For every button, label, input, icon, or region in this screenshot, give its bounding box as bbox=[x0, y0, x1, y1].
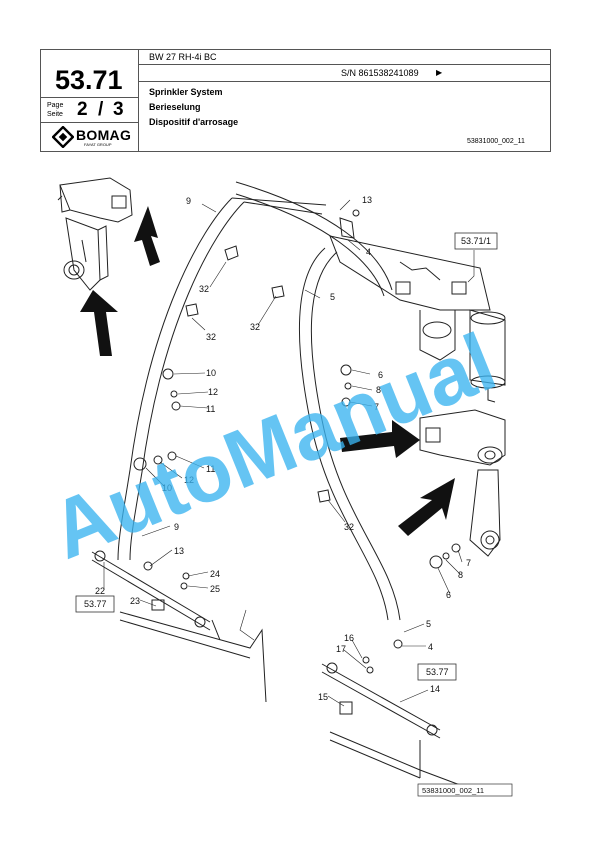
reference-box-53-71-1[interactable]: 53.71/1 bbox=[454, 232, 498, 250]
part-label: 32 bbox=[206, 332, 216, 342]
part-label: 23 bbox=[130, 596, 140, 606]
part-label: 7 bbox=[374, 402, 379, 412]
part-label: 9 bbox=[174, 522, 179, 532]
part-label: 4 bbox=[428, 642, 433, 652]
part-label: 10 bbox=[206, 368, 216, 378]
page-label-de: Seite bbox=[47, 111, 63, 118]
bomag-logo-icon bbox=[52, 126, 74, 148]
part-label: 13 bbox=[174, 546, 184, 556]
reference-label: 53.77 bbox=[84, 599, 107, 609]
footer-drawing-id: 53831000_002_11 bbox=[422, 786, 484, 795]
part-label: 6 bbox=[446, 590, 451, 600]
part-label: 14 bbox=[430, 684, 440, 694]
drawing-id: 53831000_002_11 bbox=[467, 138, 525, 145]
reference-label: 53.71/1 bbox=[461, 236, 491, 246]
part-label: 32 bbox=[344, 522, 354, 532]
part-label: 9 bbox=[186, 196, 191, 206]
serial-arrow-icon: ▶ bbox=[436, 68, 443, 77]
part-label: 32 bbox=[199, 284, 209, 294]
part-label: 22 bbox=[95, 586, 105, 596]
spray-bar-left bbox=[91, 550, 267, 703]
logo-subtext: FAYAT GROUP bbox=[84, 142, 112, 147]
page-header: 53.71 Page Seite 2 / 3 BOMAG FAYAT GROUP… bbox=[40, 49, 551, 152]
reference-label: 53.77 bbox=[426, 667, 449, 677]
reference-boxes: 53.71/1 53.77 53.77 53831000_002_11 bbox=[75, 232, 513, 797]
part-label: 7 bbox=[466, 558, 471, 568]
title-german: Berieselung bbox=[149, 102, 201, 112]
serial-number: S/N 861538241089 bbox=[341, 68, 419, 78]
part-label: 16 bbox=[344, 633, 354, 643]
part-label: 13 bbox=[362, 195, 372, 205]
part-label: 6 bbox=[378, 370, 383, 380]
arrow-up-bottom bbox=[398, 478, 455, 536]
exploded-parts-drawing: 9 13 4 32 32 32 5 10 12 11 6 8 7 11 12 1… bbox=[39, 177, 513, 797]
spray-bar-right bbox=[321, 662, 461, 786]
direction-arrows bbox=[80, 206, 455, 536]
footer-drawing-id-box: 53831000_002_11 bbox=[417, 783, 513, 797]
title-english: Sprinkler System bbox=[149, 87, 223, 97]
part-label: 24 bbox=[210, 569, 220, 579]
part-label: 4 bbox=[366, 247, 371, 257]
roller-bracket-middle-right bbox=[419, 409, 506, 557]
reference-box-53-77-right[interactable]: 53.77 bbox=[417, 663, 457, 681]
fittings bbox=[133, 245, 461, 674]
part-label: 8 bbox=[376, 385, 381, 395]
title-french: Dispositif d'arrosage bbox=[149, 117, 239, 127]
reference-box-53-77-left[interactable]: 53.77 bbox=[75, 595, 115, 613]
roller-bracket-top-left bbox=[57, 177, 133, 291]
part-label: 11 bbox=[206, 404, 215, 414]
logo-text: BOMAG bbox=[76, 127, 132, 143]
part-label: 15 bbox=[318, 692, 328, 702]
part-label: 5 bbox=[426, 619, 431, 629]
page-separator: / bbox=[98, 99, 104, 120]
page-current: 2 bbox=[77, 99, 88, 120]
page-label-en: Page bbox=[47, 102, 64, 109]
leader-lines bbox=[103, 199, 475, 707]
part-label: 17 bbox=[336, 644, 346, 654]
part-labels: 9 13 4 32 32 32 5 10 12 11 6 8 7 11 12 1… bbox=[95, 195, 471, 702]
hose-5 bbox=[235, 181, 401, 621]
part-label: 5 bbox=[330, 292, 335, 302]
part-label: 11 bbox=[206, 464, 215, 474]
machine-model: BW 27 RH-4i BC bbox=[149, 52, 217, 62]
valve-block bbox=[329, 209, 506, 403]
arrow-right bbox=[340, 420, 420, 458]
part-label: 12 bbox=[184, 475, 194, 485]
bomag-logo: BOMAG FAYAT GROUP bbox=[49, 126, 135, 148]
part-label: 25 bbox=[210, 584, 220, 594]
arrow-up-left bbox=[80, 290, 118, 356]
part-label: 8 bbox=[458, 570, 463, 580]
part-label: 10 bbox=[162, 483, 172, 493]
arrow-up-right bbox=[134, 206, 160, 266]
page-total: 3 bbox=[113, 99, 124, 120]
hose-9 bbox=[117, 197, 327, 561]
page-number: 53.71 bbox=[55, 65, 123, 95]
part-label: 32 bbox=[250, 322, 260, 332]
part-label: 12 bbox=[208, 387, 218, 397]
